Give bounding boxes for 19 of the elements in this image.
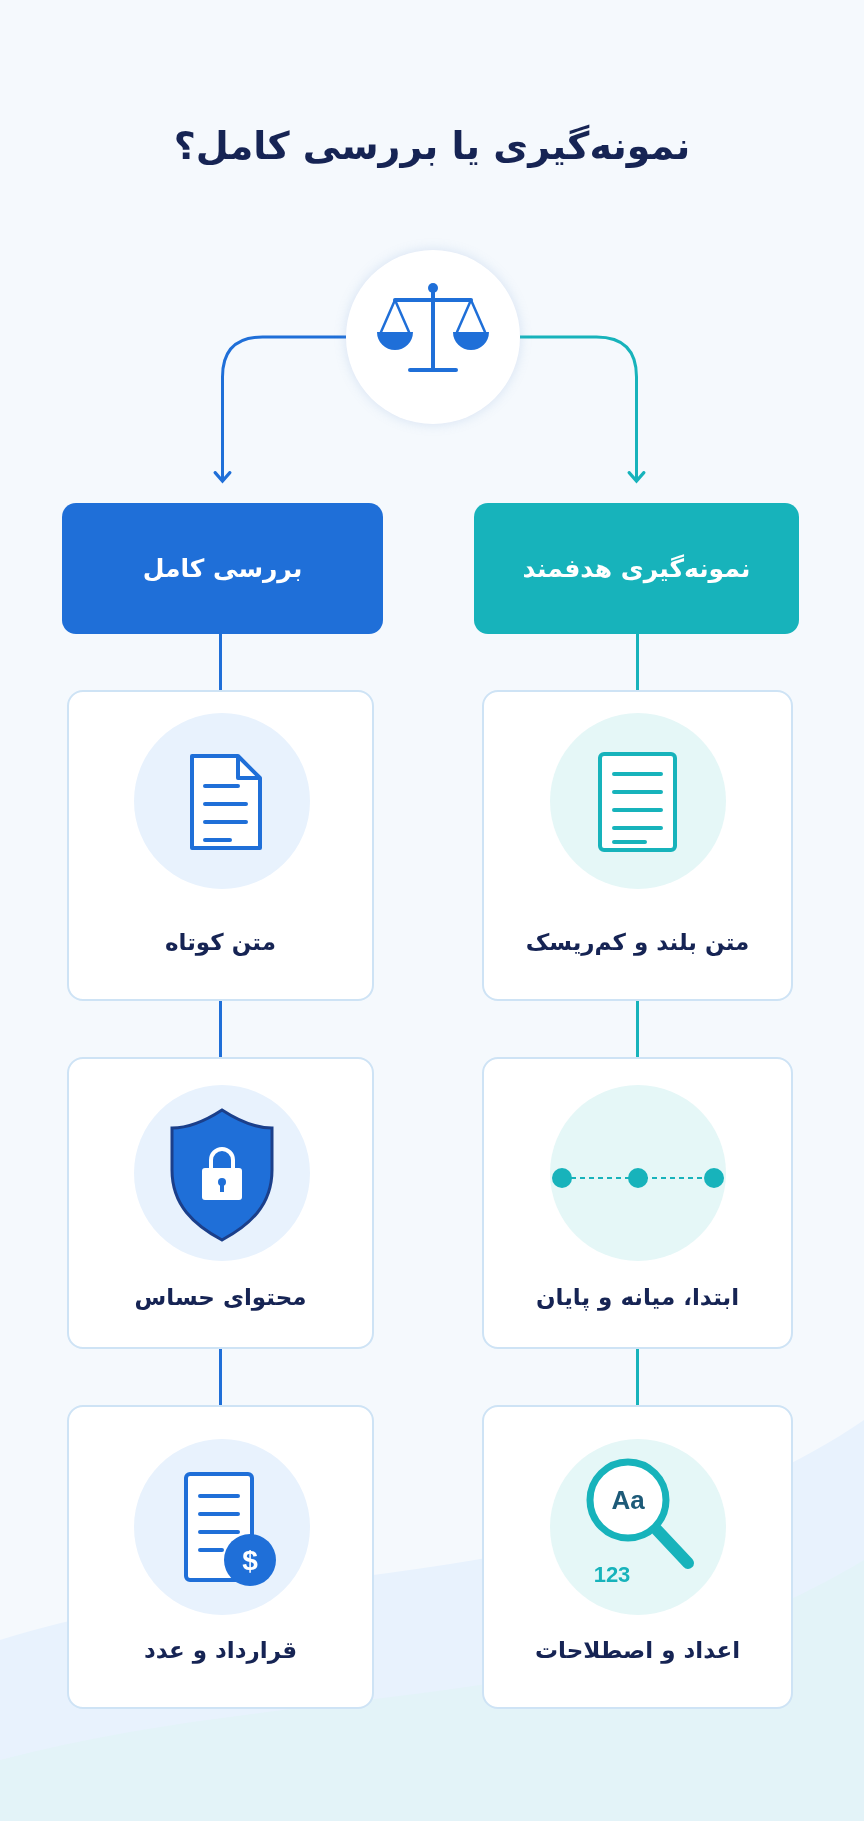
title: نمونه‌گیری یا بررسی کامل؟ <box>173 124 691 168</box>
header-box: بررسی کامل <box>62 503 383 634</box>
card-label: محتوای حساس <box>134 1284 307 1310</box>
card-label: قرارداد و عدد <box>143 1637 298 1663</box>
card-label: متن کوتاه <box>165 929 276 955</box>
invoice-icon: $ <box>134 1439 310 1615</box>
card-label: ابتدا، میانه و پایان <box>535 1284 740 1310</box>
card-label: متن بلند و کم‌ریسک <box>525 929 750 955</box>
connector-line <box>636 634 639 690</box>
arrow <box>213 335 346 483</box>
header-box: نمونه‌گیری هدفمند <box>474 503 799 634</box>
connector-line <box>219 634 222 690</box>
connector-line <box>636 1001 639 1057</box>
card-label: اعداد و اصطلاحات <box>534 1637 741 1663</box>
connector-line <box>636 1349 639 1405</box>
arrow <box>520 335 646 483</box>
connector-line <box>219 1001 222 1057</box>
connector-line <box>219 1349 222 1405</box>
magnifier-icon: Aa 123 <box>550 1439 726 1615</box>
